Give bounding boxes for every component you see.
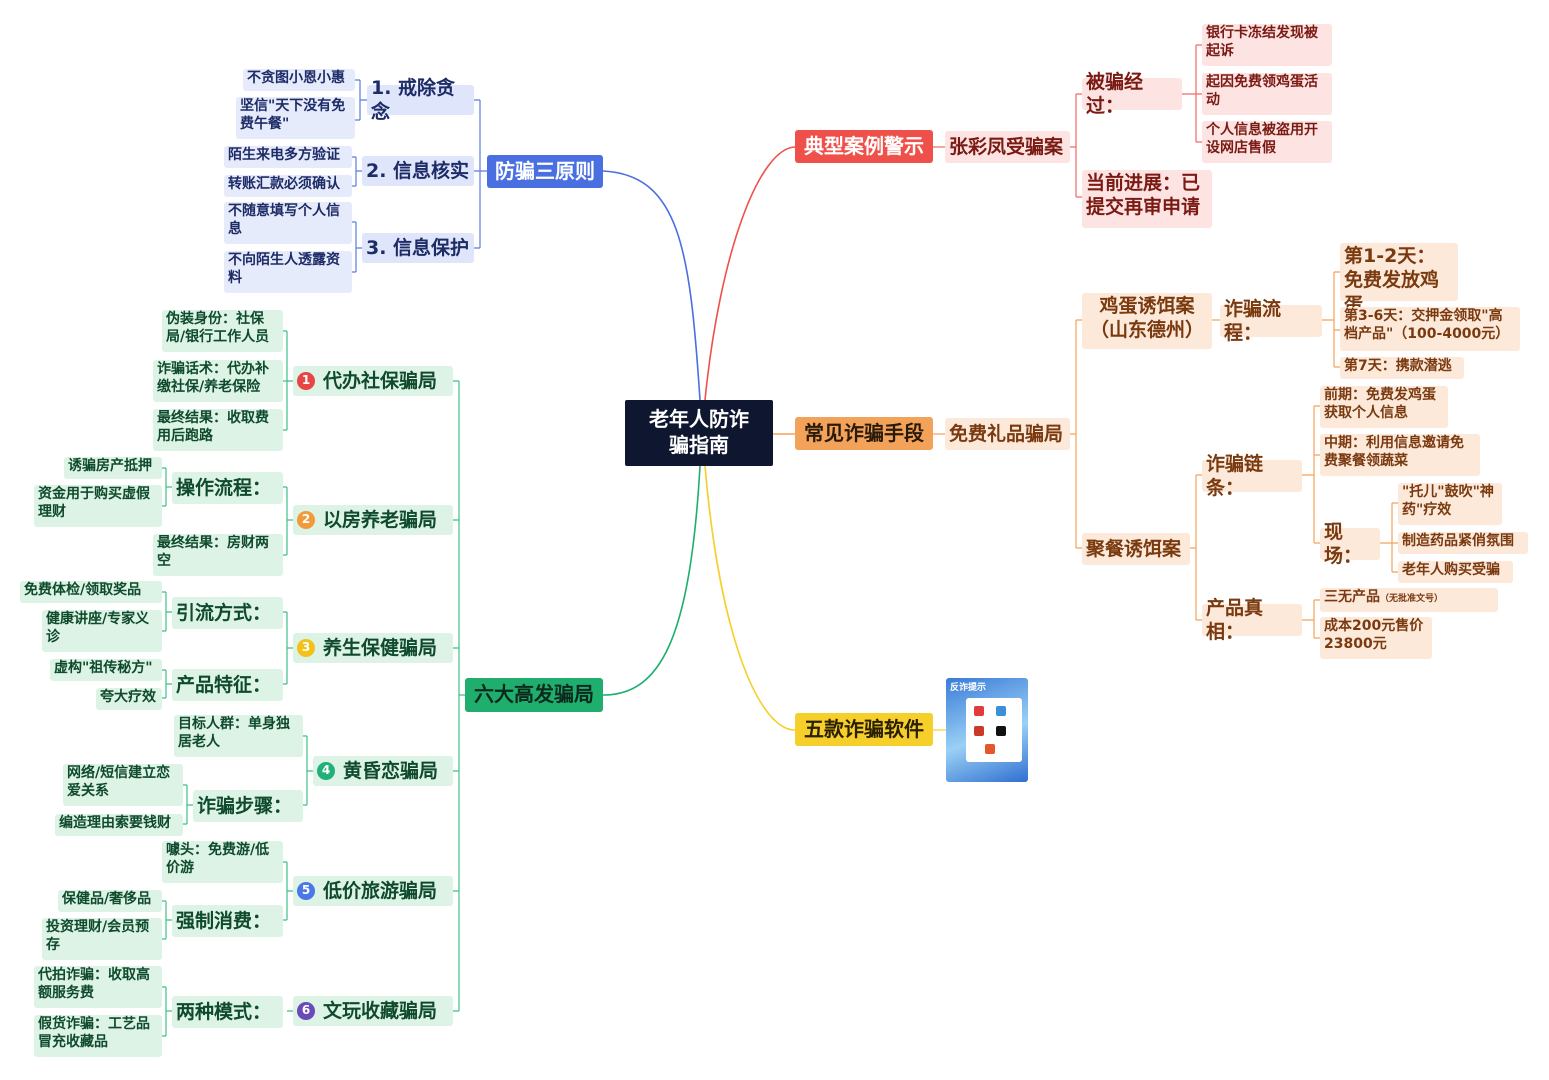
scam-1-leaf-3[interactable]: 最终结果：收取费用后跑路 — [153, 409, 283, 451]
principle-2-leaf-2[interactable]: 转账汇款必须确认 — [224, 175, 352, 197]
scam-3-group-1-leaf-2[interactable]: 健康讲座/专家义诊 — [42, 610, 162, 652]
chain-2[interactable]: 中期：利用信息邀请免费聚餐领蔬菜 — [1320, 434, 1480, 476]
number-badge-2: 2 — [297, 511, 315, 529]
truth-main-text: 三无产品 — [1324, 589, 1380, 605]
scam-4[interactable]: 4 黄昏恋骗局 — [313, 756, 453, 786]
truth-label[interactable]: 产品真相： — [1202, 597, 1302, 643]
scam-5-leaf-1[interactable]: 噱头：免费游/低价游 — [162, 841, 283, 883]
case-process-label[interactable]: 被骗经过： — [1082, 71, 1182, 117]
scam-5-sub[interactable]: 强制消费： — [172, 905, 283, 937]
scam-5[interactable]: 5 低价旅游骗局 — [293, 876, 453, 906]
principle-2-leaf-1[interactable]: 陌生来电多方验证 — [224, 146, 352, 168]
scam-4-sub-leaf-1[interactable]: 网络/短信建立恋爱关系 — [63, 764, 183, 806]
scam-1[interactable]: 1 代办社保骗局 — [293, 366, 453, 396]
principle-1-leaf-1[interactable]: 不贪图小恩小惠 — [243, 69, 355, 91]
truth-cost[interactable]: 成本200元售价23800元 — [1320, 617, 1432, 659]
egg-flow-label[interactable]: 诈骗流程： — [1220, 298, 1322, 344]
apps-thumbnail-card — [966, 698, 1022, 762]
branch-six-scams[interactable]: 六大高发骗局 — [465, 678, 603, 712]
principle-1[interactable]: 1. 戒除贪念 — [367, 77, 474, 123]
principle-3-leaf-2[interactable]: 不向陌生人透露资料 — [224, 251, 352, 293]
scam-4-sub[interactable]: 诈骗步骤： — [193, 790, 303, 822]
root-node[interactable]: 老年人防诈骗指南 — [625, 400, 773, 466]
scam-5-label: 低价旅游骗局 — [323, 879, 438, 902]
dinner-case[interactable]: 聚餐诱饵案 — [1082, 533, 1190, 565]
scam-3-group-2-leaf-1[interactable]: 虚构"祖传秘方" — [50, 659, 162, 681]
scam-1-leaf-2[interactable]: 诈骗话术：代办补缴社保/养老保险 — [153, 360, 283, 402]
scam-2[interactable]: 2 以房养老骗局 — [293, 505, 453, 535]
principle-3-leaf-1[interactable]: 不随意填写个人信息 — [224, 202, 352, 244]
scam-2-sub-leaf-1[interactable]: 诱骗房产抵押 — [64, 457, 162, 479]
scam-4-label: 黄昏恋骗局 — [343, 759, 439, 782]
branch-apps[interactable]: 五款诈骗软件 — [795, 713, 933, 746]
scam-2-label: 以房养老骗局 — [323, 508, 438, 531]
scene-1[interactable]: "托儿"鼓吹"神药"疗效 — [1398, 483, 1502, 525]
egg-flow-2[interactable]: 第3-6天：交押金领取"高档产品"（100-4000元） — [1340, 307, 1520, 351]
method-name[interactable]: 免费礼品骗局 — [945, 418, 1070, 450]
scam-6[interactable]: 6 文玩收藏骗局 — [293, 996, 453, 1026]
egg-flow-3[interactable]: 第7天：携款潜逃 — [1340, 357, 1464, 379]
scam-4-leaf-1[interactable]: 目标人群：单身独居老人 — [174, 715, 303, 757]
scam-2-sub-leaf-2[interactable]: 资金用于购买虚假理财 — [34, 485, 162, 527]
case-process-3[interactable]: 个人信息被盗用开设网店售假 — [1202, 121, 1332, 163]
chain-label[interactable]: 诈骗链条： — [1202, 453, 1302, 499]
scene-2[interactable]: 制造药品紧俏氛围 — [1398, 532, 1528, 554]
number-badge-4: 4 — [317, 762, 335, 780]
truth-main[interactable]: 三无产品（无批准文号） — [1320, 588, 1498, 612]
scam-4-sub-leaf-2[interactable]: 编造理由索要钱财 — [55, 814, 183, 836]
number-badge-3: 3 — [297, 639, 315, 657]
branch-principles[interactable]: 防骗三原则 — [487, 155, 603, 188]
scam-3-label: 养生保健骗局 — [323, 636, 438, 659]
case-process-2[interactable]: 起因免费领鸡蛋活动 — [1202, 73, 1332, 115]
scam-1-label: 代办社保骗局 — [323, 369, 438, 392]
truth-note: （无批准文号） — [1380, 594, 1444, 604]
scam-3-group-1-leaf-1[interactable]: 免费体检/领取奖品 — [20, 581, 162, 603]
scene-3[interactable]: 老年人购买受骗 — [1398, 561, 1513, 583]
apps-thumbnail-image[interactable]: 反诈提示 — [946, 678, 1028, 782]
scam-3[interactable]: 3 养生保健骗局 — [293, 633, 453, 663]
scam-5-sub-leaf-1[interactable]: 保健品/奢侈品 — [58, 890, 162, 912]
branch-case[interactable]: 典型案例警示 — [795, 130, 933, 163]
scam-3-group-2[interactable]: 产品特征： — [172, 669, 283, 701]
case-name[interactable]: 张彩凤受骗案 — [945, 131, 1070, 163]
scam-3-group-2-leaf-2[interactable]: 夸大疗效 — [96, 688, 162, 710]
case-process-1[interactable]: 银行卡冻结发现被起诉 — [1202, 24, 1332, 66]
scam-6-label: 文玩收藏骗局 — [323, 999, 438, 1022]
principle-2[interactable]: 2. 信息核实 — [362, 156, 474, 186]
scam-6-sub-leaf-2[interactable]: 假货诈骗：工艺品冒充收藏品 — [34, 1015, 162, 1057]
scam-6-sub-leaf-1[interactable]: 代拍诈骗：收取高额服务费 — [34, 966, 162, 1008]
case-progress[interactable]: 当前进展：已提交再审申请 — [1082, 170, 1212, 228]
number-badge-1: 1 — [297, 372, 315, 390]
scam-6-sub[interactable]: 两种模式： — [172, 996, 283, 1028]
principle-3[interactable]: 3. 信息保护 — [362, 233, 474, 263]
scam-2-sub[interactable]: 操作流程： — [172, 472, 283, 504]
scam-1-leaf-1[interactable]: 伪装身份：社保局/银行工作人员 — [162, 310, 283, 352]
scam-5-sub-leaf-2[interactable]: 投资理财/会员预存 — [42, 918, 162, 960]
scene-label[interactable]: 现场： — [1320, 521, 1380, 567]
number-badge-6: 6 — [297, 1002, 315, 1020]
egg-case[interactable]: 鸡蛋诱饵案（山东德州） — [1082, 293, 1212, 349]
number-badge-5: 5 — [297, 882, 315, 900]
chain-1[interactable]: 前期：免费发鸡蛋获取个人信息 — [1320, 386, 1448, 428]
scam-3-group-1[interactable]: 引流方式： — [172, 597, 283, 629]
principle-1-leaf-2[interactable]: 坚信"天下没有免费午餐" — [236, 97, 355, 139]
apps-thumbnail-title: 反诈提示 — [950, 683, 987, 693]
egg-flow-1[interactable]: 第1-2天：免费发放鸡蛋 — [1340, 243, 1458, 316]
branch-methods[interactable]: 常见诈骗手段 — [795, 417, 933, 450]
scam-2-leaf-1[interactable]: 最终结果：房财两空 — [153, 534, 283, 576]
